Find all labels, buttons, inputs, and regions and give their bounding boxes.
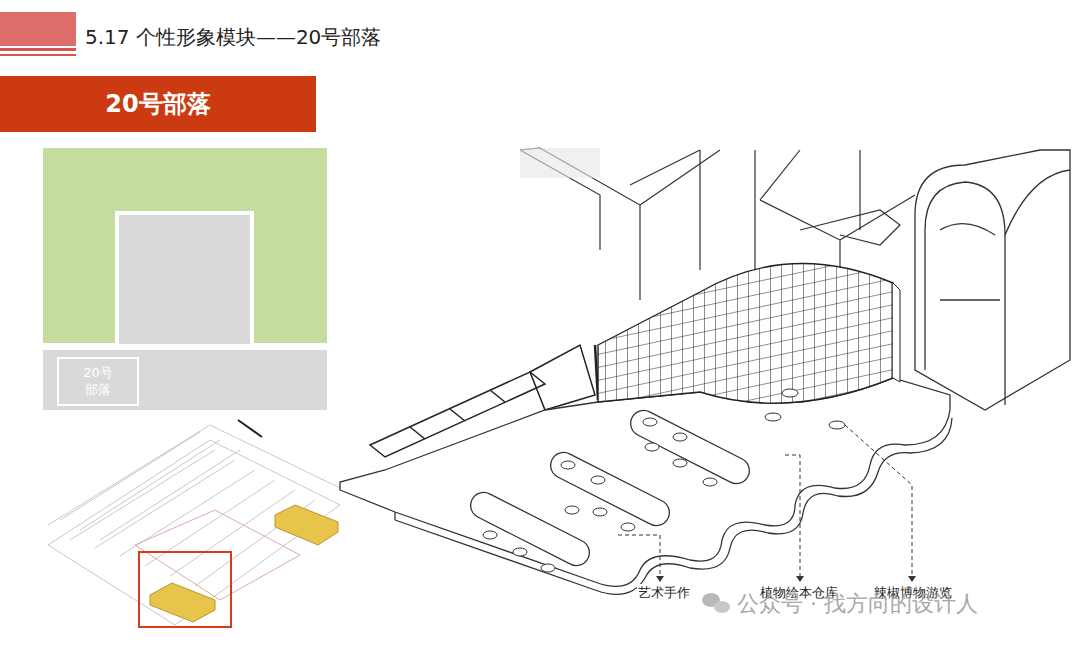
thumbnail [48, 425, 340, 625]
title-banner: 20号部落 [0, 76, 316, 132]
shelf-grid [598, 264, 893, 404]
stools [483, 389, 845, 572]
tables [466, 406, 754, 570]
arch [915, 150, 1070, 410]
leader-lines [618, 425, 912, 578]
watermark-icon [702, 593, 730, 613]
callout-label: 艺术手作 [637, 584, 691, 602]
page-title: 5.17 个性形象模块——20号部落 [85, 24, 381, 51]
node-text: 20号 部落 [77, 365, 119, 399]
platform [340, 378, 952, 594]
plan-zone-box: 20号 部落 [57, 357, 139, 406]
watermark: 公众号 · 找方向的设计人 [737, 589, 978, 619]
header-block [0, 12, 76, 46]
node-text: 20号部落 [105, 88, 210, 120]
